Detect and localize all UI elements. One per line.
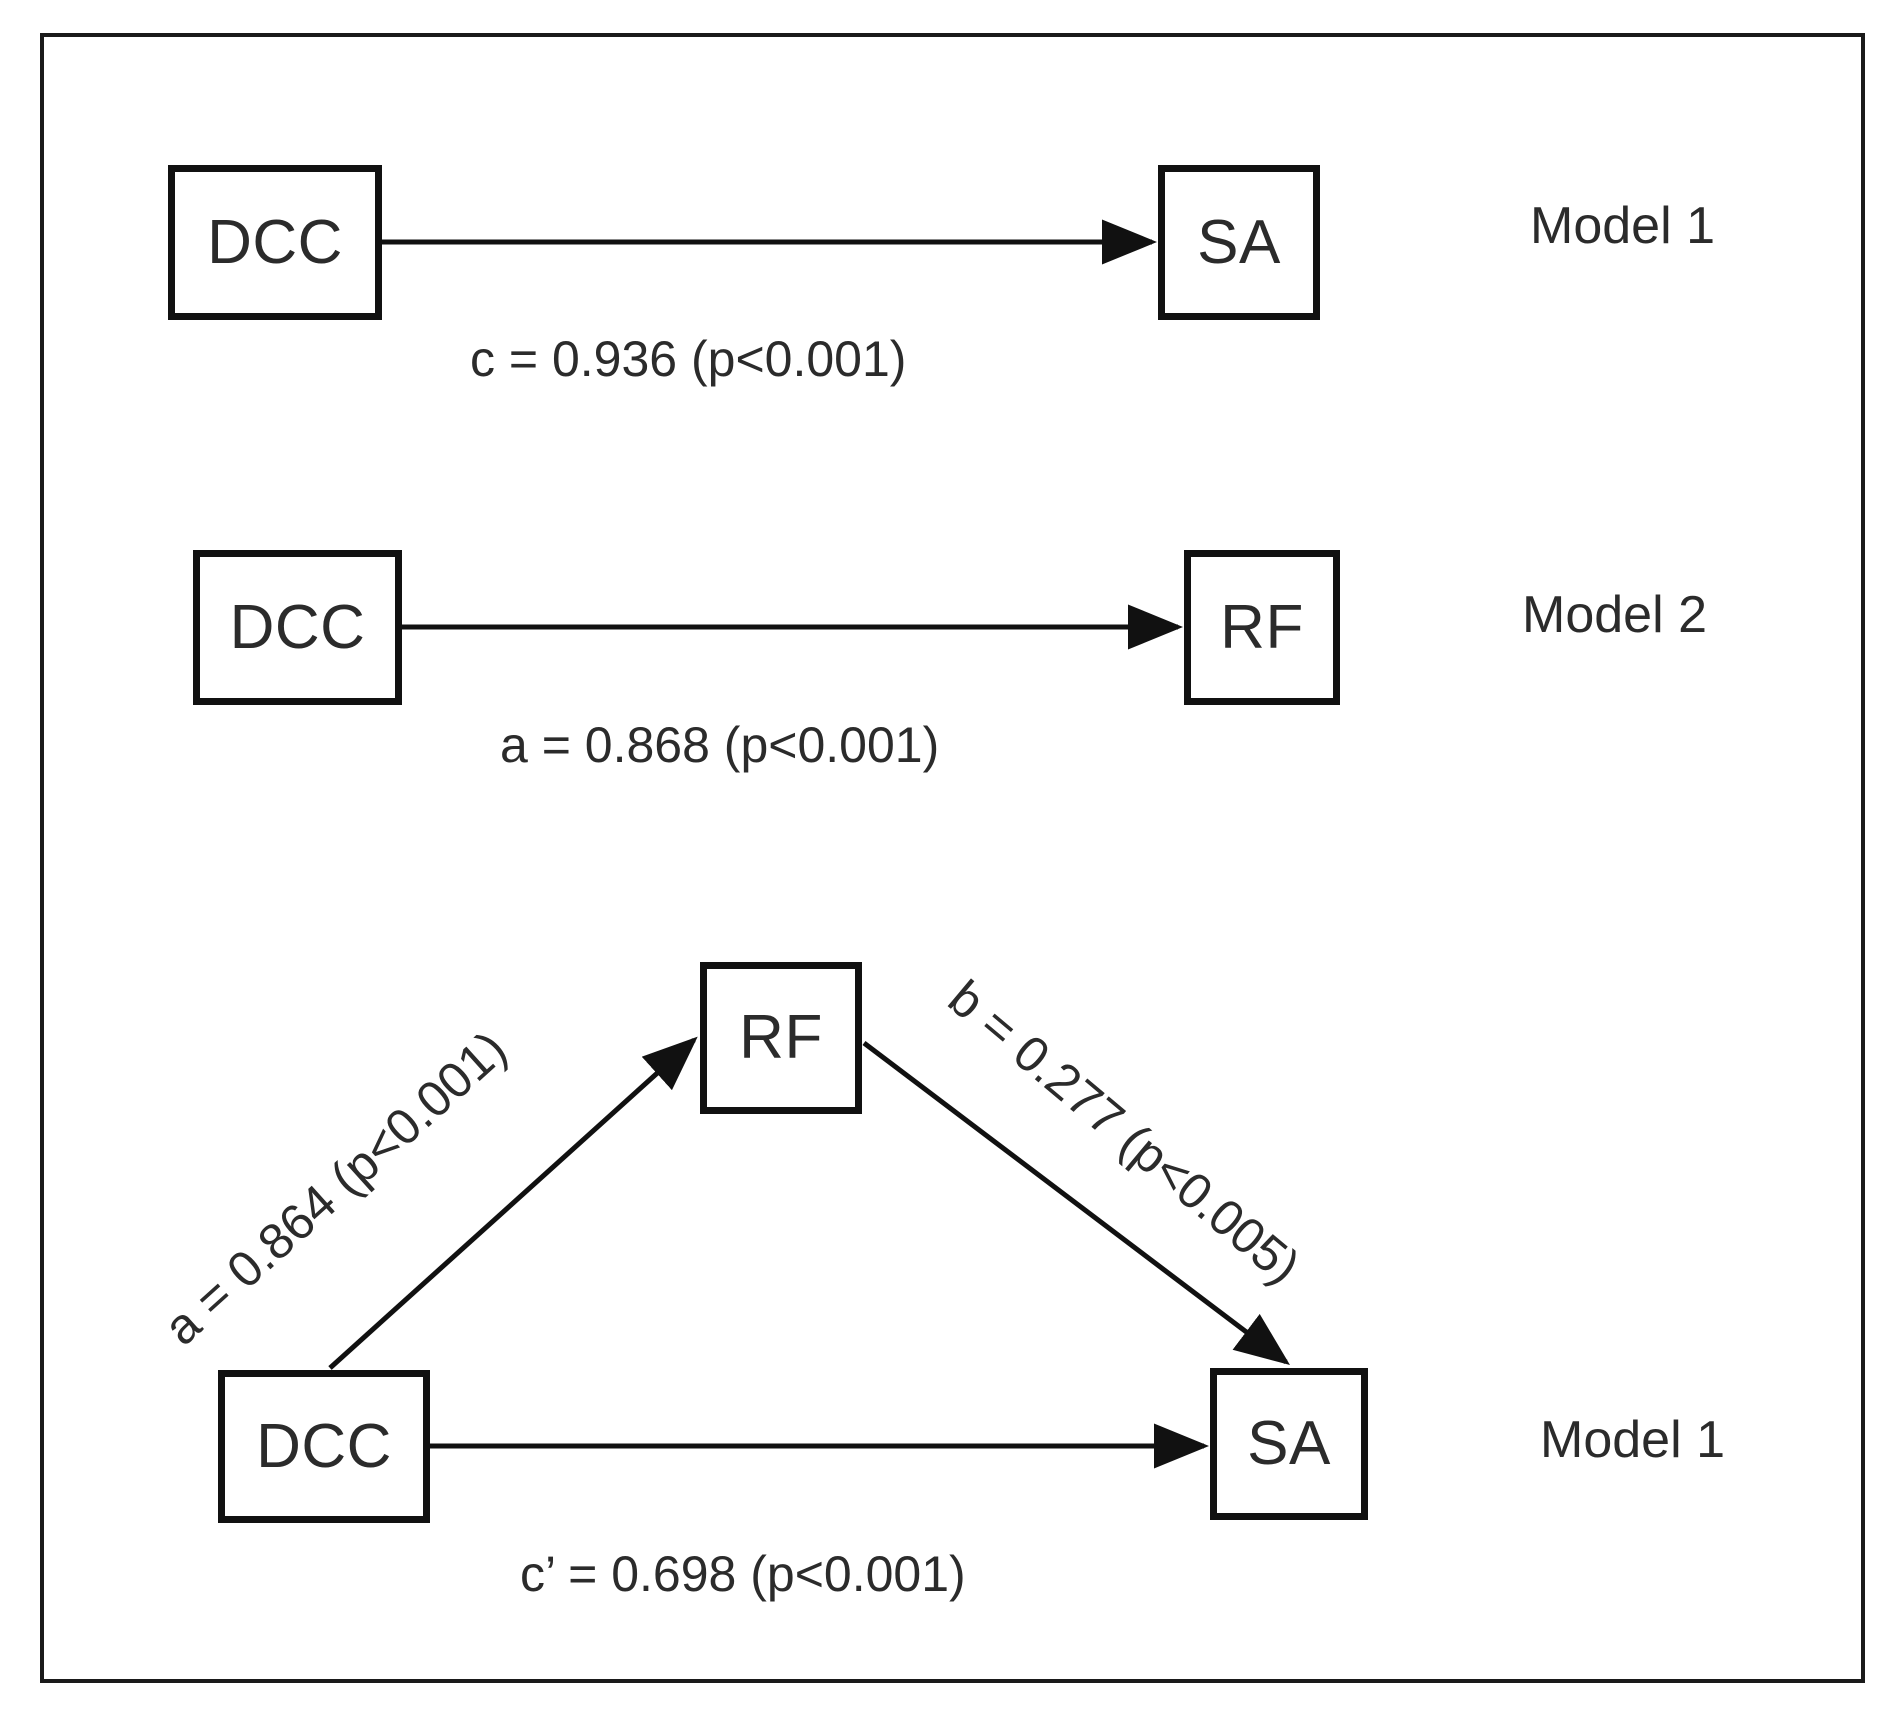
node-label: RF	[1220, 592, 1304, 662]
node-label: DCC	[229, 592, 366, 662]
node-label: SA	[1197, 207, 1281, 277]
model-caption-3: Model 1	[1540, 1411, 1725, 1469]
node-m3-dcc[interactable]: DCC	[218, 1370, 430, 1523]
node-m1-sa[interactable]: SA	[1158, 165, 1320, 320]
node-label: DCC	[256, 1411, 392, 1481]
edge-label-m1-c: c = 0.936 (p<0.001)	[470, 331, 907, 387]
node-m1-dcc[interactable]: DCC	[168, 165, 382, 320]
node-m3-sa[interactable]: SA	[1210, 1368, 1368, 1520]
node-label: RF	[739, 1003, 823, 1072]
edge-label-m2-a: a = 0.868 (p<0.001)	[500, 717, 940, 773]
node-label: DCC	[207, 207, 343, 277]
node-m3-rf[interactable]: RF	[700, 962, 862, 1114]
model-caption-2: Model 2	[1522, 586, 1707, 644]
model-caption-1: Model 1	[1530, 197, 1715, 255]
node-m2-rf[interactable]: RF	[1184, 550, 1340, 705]
edge-label-m3-cprime: c’ = 0.698 (p<0.001)	[520, 1546, 966, 1602]
node-m2-dcc[interactable]: DCC	[193, 550, 402, 705]
node-label: SA	[1247, 1409, 1331, 1478]
